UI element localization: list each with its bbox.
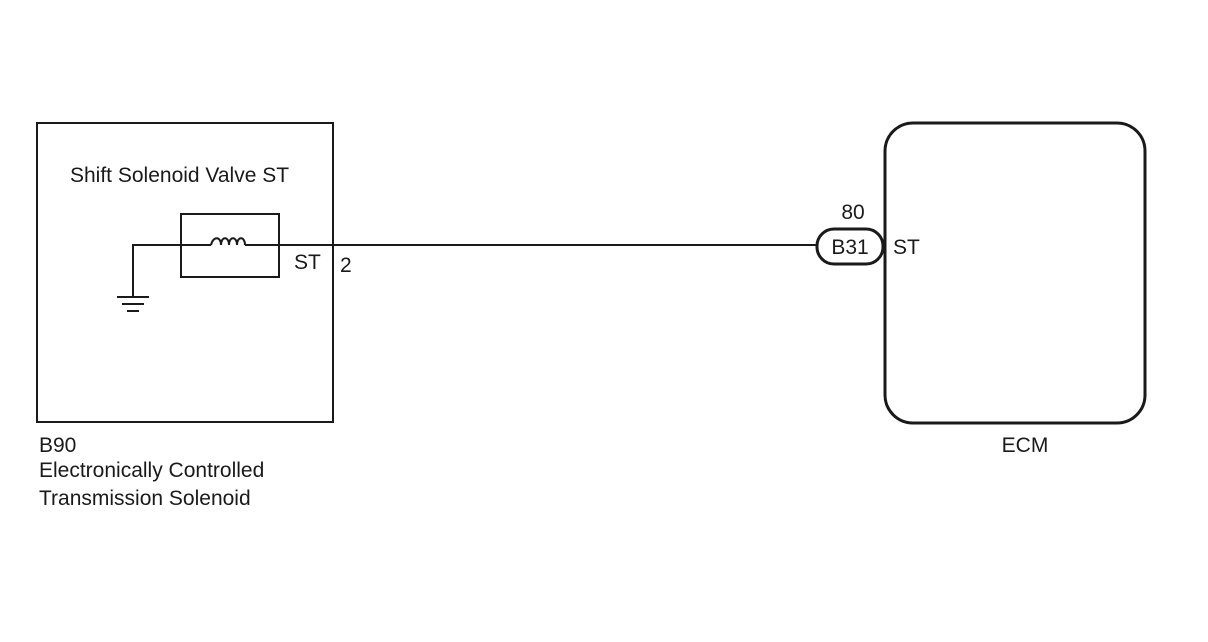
ecm-box [883, 121, 1147, 425]
solenoid-pin-number: 2 [340, 254, 352, 277]
solenoid-code: B90 [39, 434, 76, 457]
solenoid-name-line1: Electronically Controlled [39, 459, 264, 482]
ground-icon [117, 296, 149, 312]
ecm-pin-label: ST [893, 236, 920, 259]
ecm-label: ECM [1002, 434, 1049, 457]
solenoid-valve-title: Shift Solenoid Valve ST [70, 164, 289, 187]
ground-wire [132, 244, 211, 296]
solenoid-pin-label: ST [294, 251, 321, 274]
connector-pin-number: 80 [841, 201, 864, 224]
solenoid-name-line2: Transmission Solenoid [39, 487, 251, 510]
coil-icon [210, 237, 246, 246]
connector-code: B31 [831, 236, 868, 259]
connector-pill [815, 227, 885, 266]
solenoid-module-box [36, 122, 334, 423]
